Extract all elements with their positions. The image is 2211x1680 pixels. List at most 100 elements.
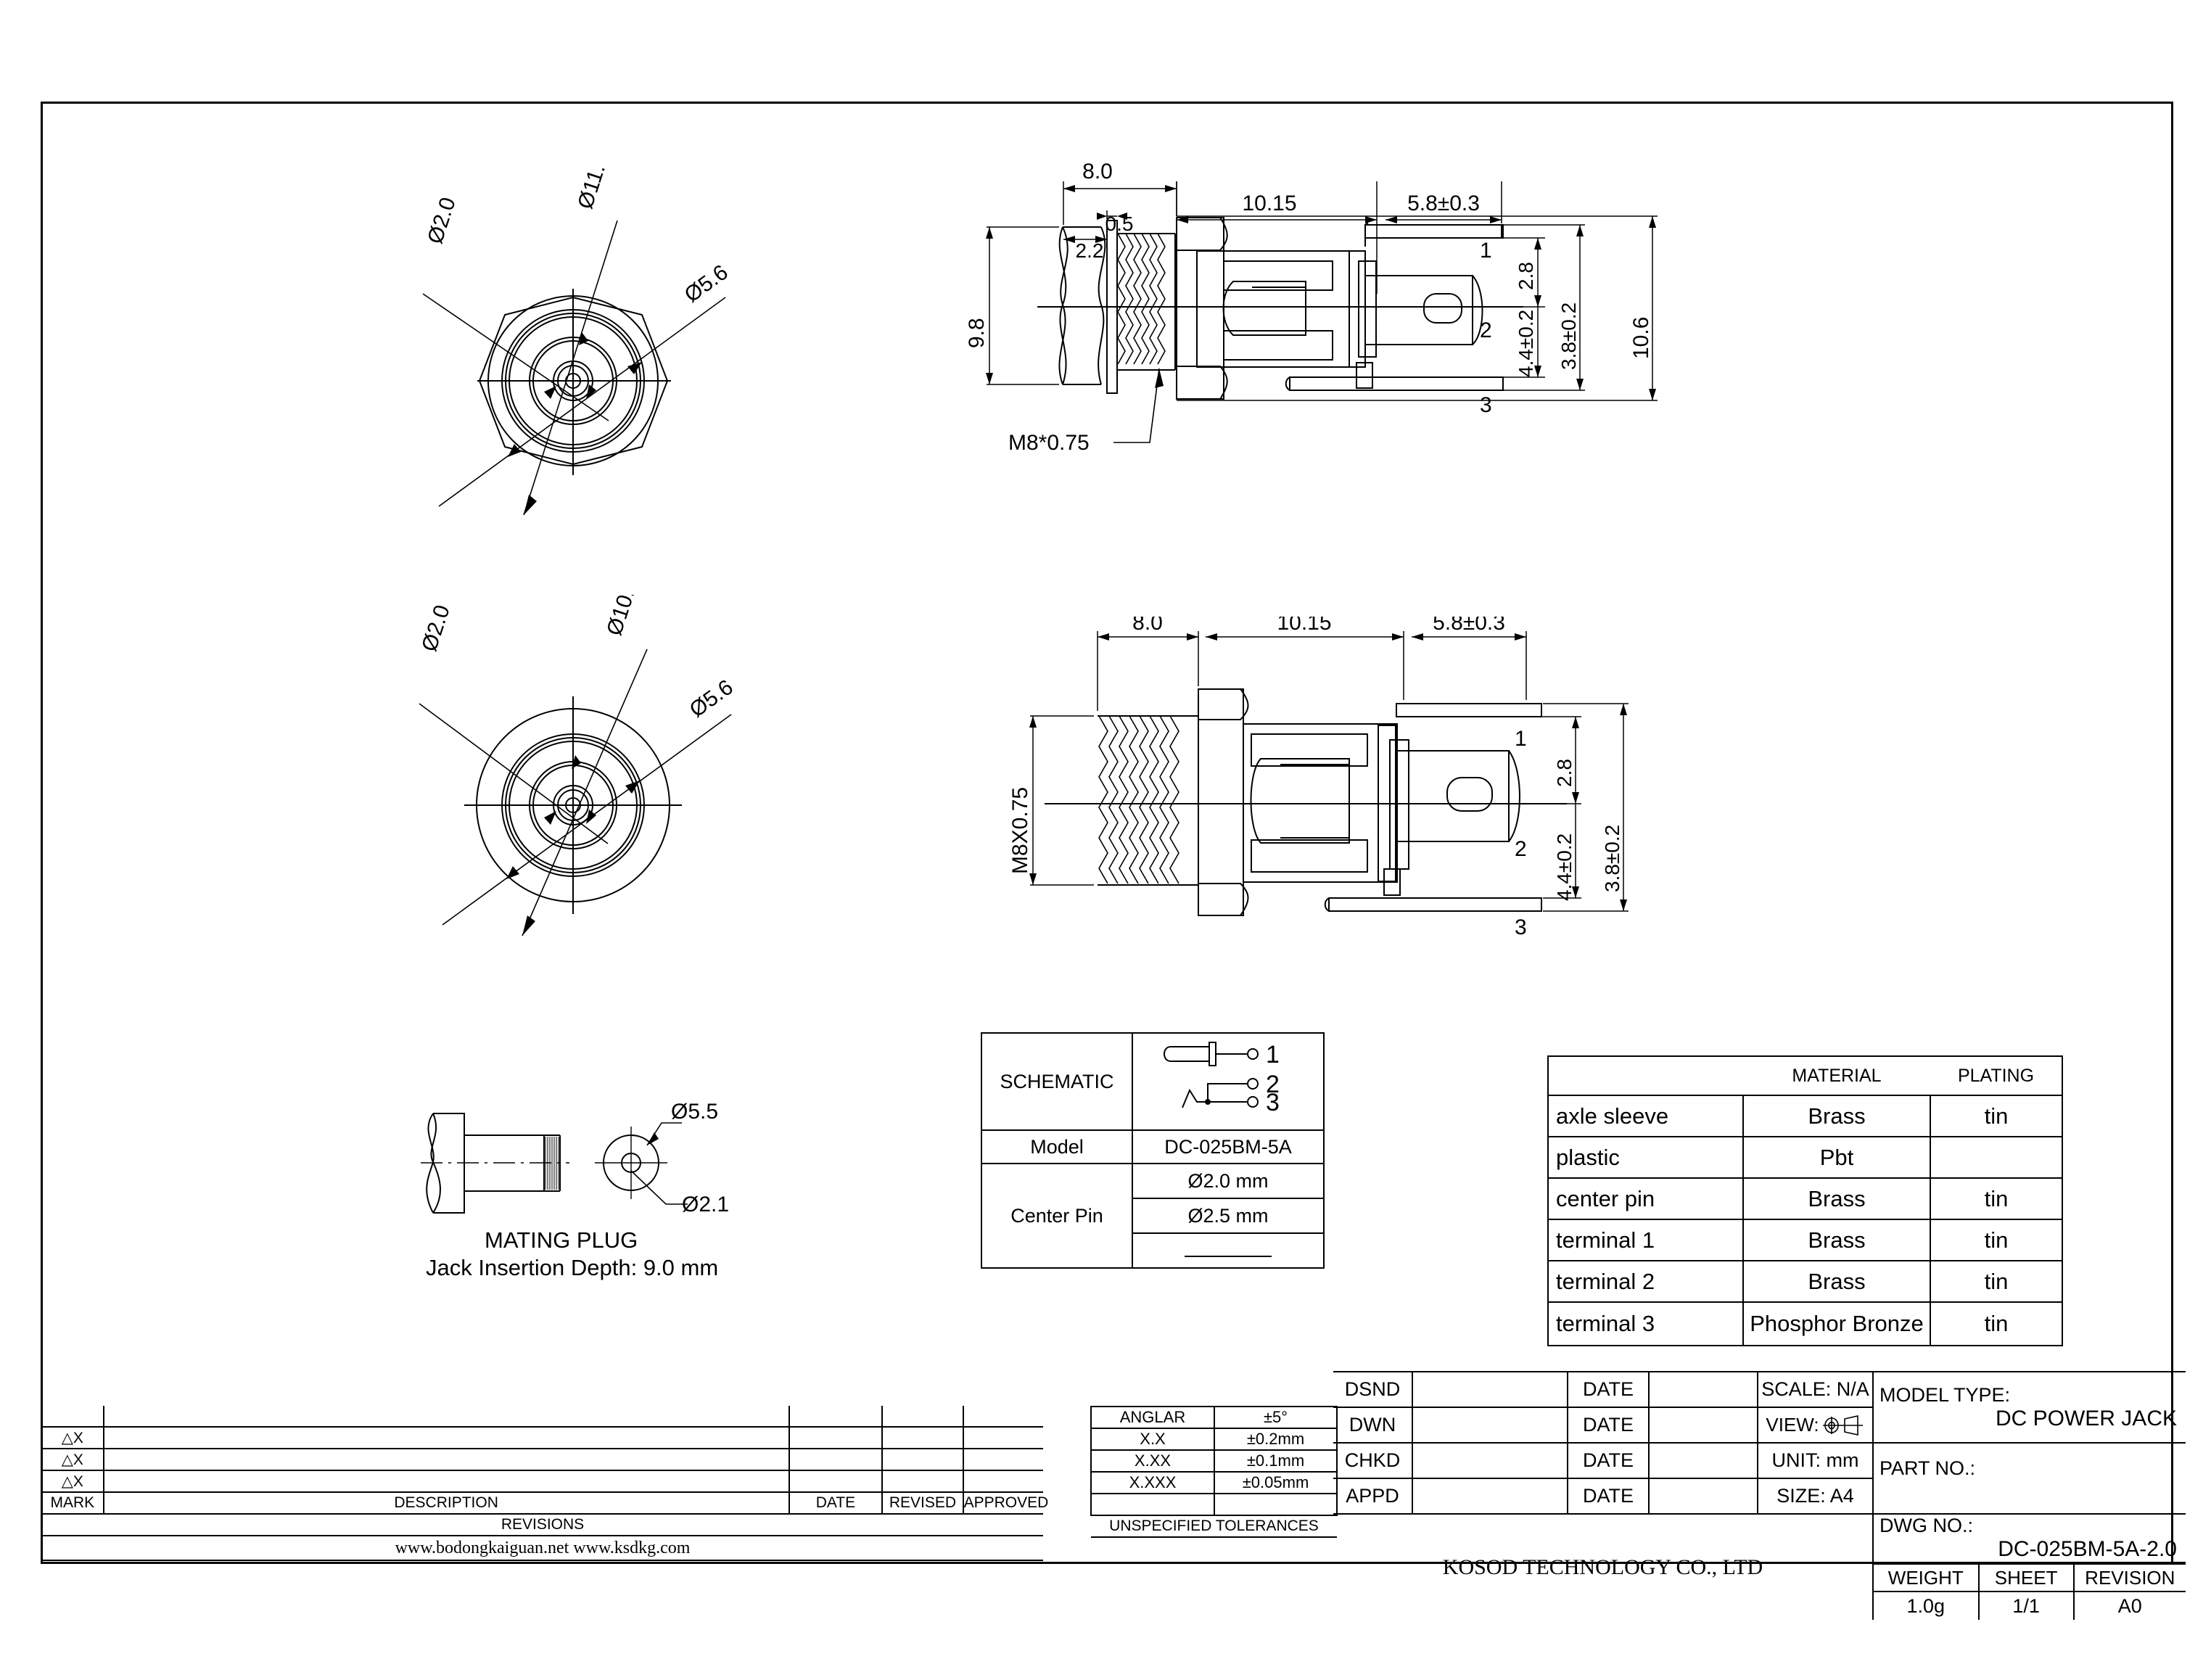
rev-col-description: DESCRIPTION (102, 1491, 790, 1515)
materials-col-part (1547, 1055, 1743, 1096)
material-plating: tin (1930, 1260, 2063, 1303)
tol-blank-b (1214, 1493, 1338, 1516)
pin-label-3: 3 (1480, 393, 1492, 417)
table-row: △X (42, 1470, 1043, 1493)
rev-approved-1[interactable] (962, 1426, 1043, 1449)
mating-plug-view: Ø5.5 Ø2.1 MATING PLUG Jack Insertion Dep… (392, 1103, 798, 1327)
date-value-chkd[interactable] (1648, 1442, 1758, 1479)
schematic-label: SCHEMATIC (1000, 1070, 1114, 1092)
dim-2-2: 2.2 (1076, 239, 1104, 262)
model-label: Model (1030, 1135, 1084, 1158)
model-value: DC-025BM-5A (1164, 1135, 1292, 1158)
dim-b-3-8: 3.8±0.2 (1601, 825, 1623, 892)
rev-blank-desc (102, 1406, 790, 1428)
part-no-label: PART NO.: (1879, 1457, 1976, 1479)
dwg-no-label: DWG NO.: (1879, 1515, 1973, 1536)
tol-value-2: ±0.1mm (1214, 1449, 1338, 1473)
date-label-dwn: DATE (1567, 1407, 1650, 1444)
drawing-frame-border (41, 102, 2173, 1564)
schematic-symbol: 1 2 3 (1164, 1041, 1280, 1116)
material-plating: tin (1930, 1177, 2063, 1220)
material-material: Brass (1742, 1177, 1931, 1220)
table-row: terminal 1 Brass tin (1547, 1219, 2063, 1261)
material-part: terminal 1 (1547, 1219, 1744, 1261)
table-row: plastic Pbt (1547, 1136, 2063, 1179)
side-section-view-bottom: 8.0 10.15 5.8±0.3 M8X0.75 2.8 3.8±0.2 4.… (1001, 617, 1661, 958)
callout-dia-2-1: Ø2.1 (682, 1193, 729, 1216)
table-row: WEIGHT SHEET REVISION 1.0g 1/1 A0 (1333, 1562, 2186, 1620)
dwg-no-cell: DWG NO.: DC-025BM-5A-2.0 (1872, 1513, 2186, 1563)
rev-col-revised: REVISED (881, 1491, 964, 1515)
name-chkd[interactable] (1412, 1442, 1568, 1479)
name-dwn[interactable] (1412, 1407, 1568, 1444)
dim-8-0: 8.0 (1082, 160, 1113, 184)
callout-dia-5-6: Ø5.6 (680, 260, 733, 308)
pin-b-label-3: 3 (1515, 915, 1527, 939)
date-value-dsnd[interactable] (1648, 1371, 1758, 1408)
dim-b-8-0: 8.0 (1132, 617, 1163, 635)
dim-b-4-4: 4.4±0.2 (1553, 833, 1576, 901)
rev-date-1[interactable] (788, 1426, 884, 1449)
view-cell: VIEW: (1757, 1407, 1874, 1444)
callout-dia-2-0-round: Ø2.0 (417, 602, 454, 654)
part-no-value[interactable] (1879, 1480, 2186, 1500)
dim-b-5-8: 5.8±0.3 (1433, 617, 1505, 635)
center-pin-option-2-text: Ø2.5 mm (1187, 1204, 1269, 1227)
material-part: terminal 3 (1547, 1301, 1744, 1346)
rev-date-2[interactable] (788, 1448, 884, 1471)
rev-mark-3: △X (42, 1470, 104, 1493)
mating-plug-note: Jack Insertion Depth: 9.0 mm (426, 1255, 718, 1280)
rev-blank-approved (962, 1406, 1043, 1428)
tol-label-0: ANGLAR (1090, 1406, 1215, 1429)
date-value-appd[interactable] (1648, 1478, 1758, 1515)
role-chkd: CHKD (1333, 1442, 1413, 1479)
table-row: APPD DATE SIZE: A4 (1333, 1478, 2186, 1515)
weight-sheet-revision-table: WEIGHT SHEET REVISION 1.0g 1/1 A0 (1874, 1563, 2186, 1620)
pin-b-label-2: 2 (1515, 837, 1527, 861)
weight-sheet-revision-container: WEIGHT SHEET REVISION 1.0g 1/1 A0 (1873, 1562, 2186, 1620)
tol-label-3: X.XXX (1090, 1471, 1215, 1494)
table-row: △X (42, 1426, 1043, 1449)
material-plating: tin (1930, 1301, 2063, 1346)
material-part: plastic (1547, 1136, 1744, 1179)
center-pin-option-3[interactable] (1132, 1232, 1325, 1269)
rev-desc-2[interactable] (102, 1448, 790, 1471)
tol-value-3: ±0.05mm (1214, 1471, 1338, 1494)
websites-text[interactable]: www.bodongkaiguan.net www.ksdkg.com (42, 1536, 1043, 1561)
thread-note-m8: M8*0.75 (1008, 431, 1090, 455)
table-row: terminal 2 Brass tin (1547, 1260, 2063, 1303)
rev-revised-2[interactable] (881, 1448, 964, 1471)
name-appd[interactable] (1412, 1478, 1568, 1515)
mating-plug-title: MATING PLUG (485, 1227, 638, 1253)
rev-approved-2[interactable] (962, 1448, 1043, 1471)
rev-desc-1[interactable] (102, 1426, 790, 1449)
thread-note-m8x075: M8X0.75 (1008, 787, 1032, 874)
date-value-dwn[interactable] (1648, 1407, 1758, 1444)
revision-label: REVISION (2072, 1563, 2186, 1592)
revisions-block: △X △X △X MARK DESCRIPTION DATE REVISED A… (42, 1406, 1048, 1561)
rev-revised-1[interactable] (881, 1426, 964, 1449)
model-type-label: MODEL TYPE: (1879, 1383, 2011, 1406)
schematic-symbol-cell: 1 2 3 (1132, 1032, 1325, 1131)
callout-dia-5-5: Ø5.5 (671, 1103, 718, 1124)
rev-col-date: DATE (788, 1491, 884, 1515)
model-type-value: DC POWER JACK (1995, 1406, 2177, 1430)
schematic-pin-1: 1 (1266, 1041, 1280, 1068)
rev-approved-3[interactable] (962, 1470, 1043, 1493)
sheet-label: SHEET (1977, 1563, 2075, 1592)
unit-cell: UNIT: mm (1757, 1442, 1874, 1479)
center-pin-option-1[interactable]: Ø2.0 mm (1132, 1163, 1325, 1199)
center-pin-option-2[interactable]: Ø2.5 mm (1132, 1198, 1325, 1234)
callout-dia-11-1: Ø11.1 (573, 167, 614, 212)
tol-label-1: X.X (1090, 1428, 1215, 1451)
rev-date-3[interactable] (788, 1470, 884, 1493)
tolerances-spacer-row (1090, 1493, 1338, 1516)
dim-2-8: 2.8 (1515, 262, 1537, 290)
rev-revised-3[interactable] (881, 1470, 964, 1493)
revisions-header-spacer-row (42, 1406, 1043, 1428)
rev-desc-3[interactable] (102, 1470, 790, 1493)
name-dsnd[interactable] (1412, 1371, 1568, 1408)
part-no-cell: PART NO.: (1872, 1442, 2186, 1515)
tol-label-2: X.XX (1090, 1449, 1215, 1473)
dim-b-10-15: 10.15 (1277, 617, 1331, 635)
